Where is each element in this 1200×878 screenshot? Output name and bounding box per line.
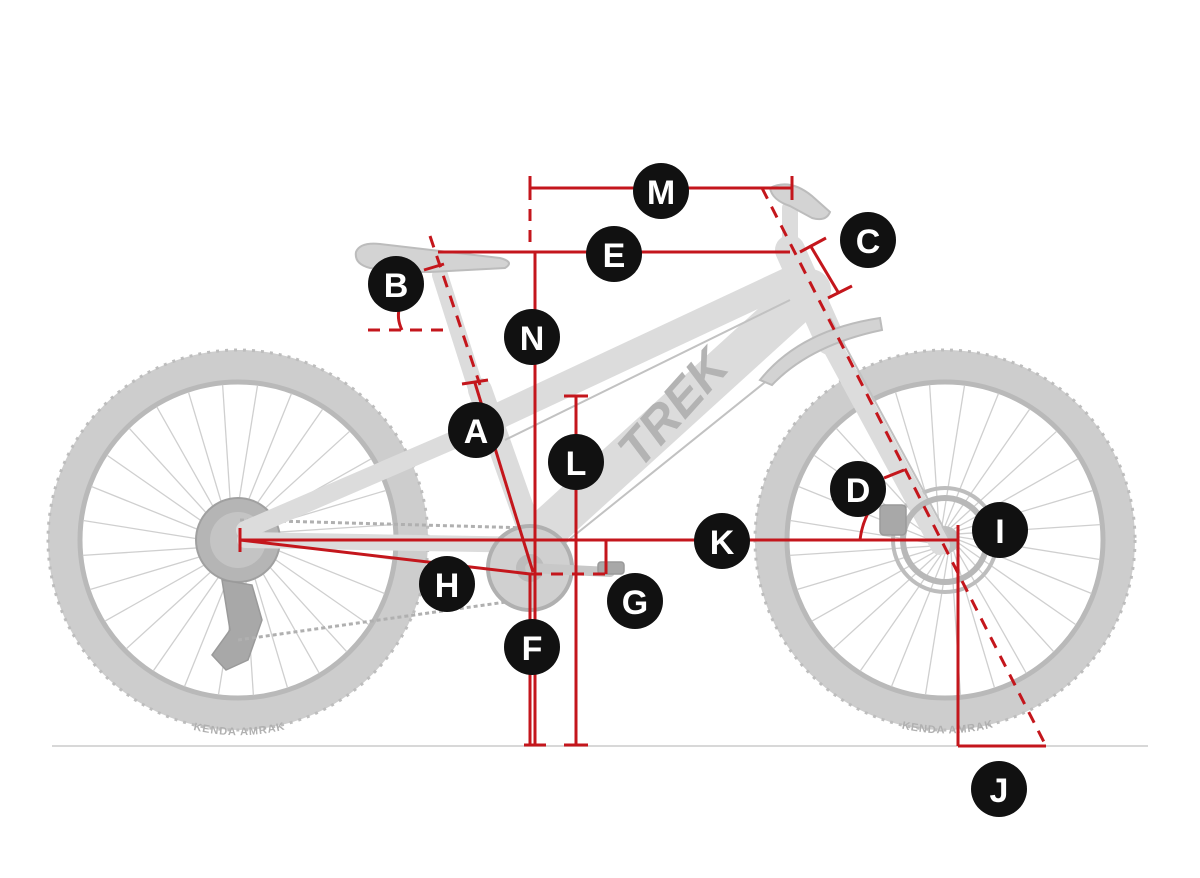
spoke [958, 542, 1077, 626]
fender [758, 316, 884, 387]
svg-text:I: I [995, 513, 1004, 551]
spoke [953, 458, 1079, 530]
spoke [811, 550, 937, 622]
spoke [947, 408, 1031, 527]
svg-text:B: B [384, 267, 409, 305]
spoke [950, 430, 1058, 528]
spoke [924, 553, 949, 695]
badge-L: L [548, 434, 604, 490]
spoke [953, 550, 996, 689]
spoke [957, 545, 1055, 653]
badge-D: D [830, 461, 886, 517]
svg-text:L: L [566, 445, 587, 483]
spoke [789, 545, 933, 557]
badge-G: G [607, 573, 663, 629]
spoke [832, 552, 940, 650]
svg-text:K: K [710, 524, 735, 562]
bicycle-illustration: KENDA AMRAK KENDA AMRAK [46, 183, 1137, 738]
svg-text:M: M [647, 174, 675, 212]
spoke [890, 553, 946, 687]
svg-text:C: C [856, 223, 881, 261]
measure-C-line [808, 244, 840, 293]
spoke [859, 553, 943, 672]
rear-tire-text: KENDA AMRAK [192, 720, 286, 738]
spoke [941, 385, 966, 527]
label-badges: A B C D E F G H I J K L M N [368, 163, 1028, 817]
handlebar [768, 183, 832, 256]
badge-A: A [448, 402, 504, 458]
svg-text:A: A [464, 413, 489, 451]
svg-text:J: J [990, 772, 1009, 810]
svg-text:H: H [435, 567, 460, 605]
badge-M: M [633, 163, 689, 219]
badge-J: J [971, 761, 1027, 817]
svg-text:F: F [522, 630, 543, 668]
badge-E: E [586, 226, 642, 282]
svg-text:N: N [520, 320, 545, 358]
svg-text:E: E [603, 237, 626, 275]
svg-text:D: D [846, 472, 871, 510]
spoke [928, 384, 940, 528]
badge-N: N [504, 309, 560, 365]
badge-K: K [694, 513, 750, 569]
spoke [796, 548, 935, 591]
badge-F: F [504, 619, 560, 675]
chain [237, 518, 531, 642]
badge-B: B [368, 256, 424, 312]
badge-H: H [419, 556, 475, 612]
svg-text:G: G [622, 584, 648, 622]
badge-I: I [972, 502, 1028, 558]
measure-B-seat-line [428, 235, 482, 386]
badge-C: C [840, 212, 896, 268]
spoke [944, 393, 1000, 527]
spoke [955, 548, 1027, 674]
